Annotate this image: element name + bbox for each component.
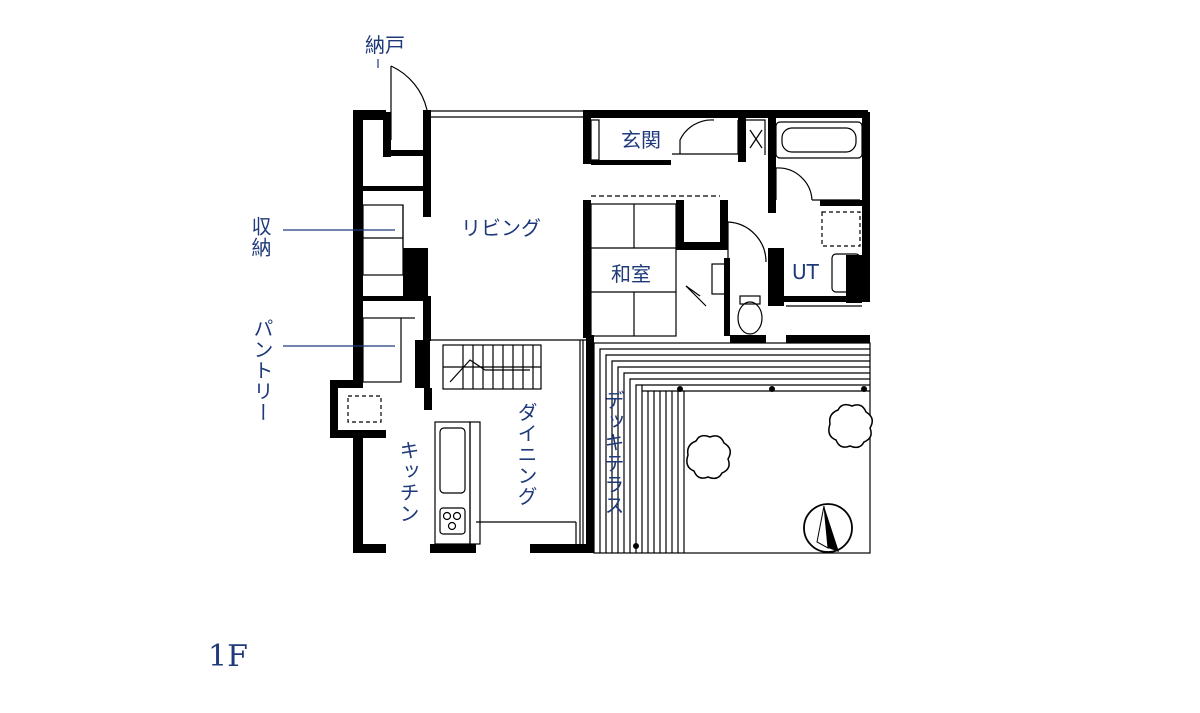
- room-label-genkan: 玄関: [621, 128, 661, 152]
- room-label-living: リビング: [461, 216, 541, 240]
- tree-right-icon: [828, 403, 873, 449]
- room-label-kitchen: キッチン: [396, 440, 420, 524]
- room-label-nando: 納戸: [365, 33, 405, 57]
- thin-lines: [347, 65, 871, 554]
- tree-left-icon: [686, 434, 731, 480]
- deck-posts: [633, 386, 867, 549]
- room-label-shuno: 収納: [248, 216, 272, 258]
- room-label-ut: UT: [792, 260, 819, 284]
- room-label-washitsu: 和室: [611, 262, 651, 286]
- floor-label: 1F: [208, 639, 248, 674]
- room-label-pantry: パントリー: [250, 318, 274, 423]
- north-arrow-icon: [803, 503, 853, 553]
- leader-lines: [283, 59, 395, 347]
- room-label-deck: デッキテラス: [601, 390, 625, 516]
- trees: [686, 403, 873, 480]
- room-label-dining: ダイニング: [514, 402, 538, 507]
- outer-walls: [330, 110, 870, 553]
- inner-walls: [363, 112, 870, 410]
